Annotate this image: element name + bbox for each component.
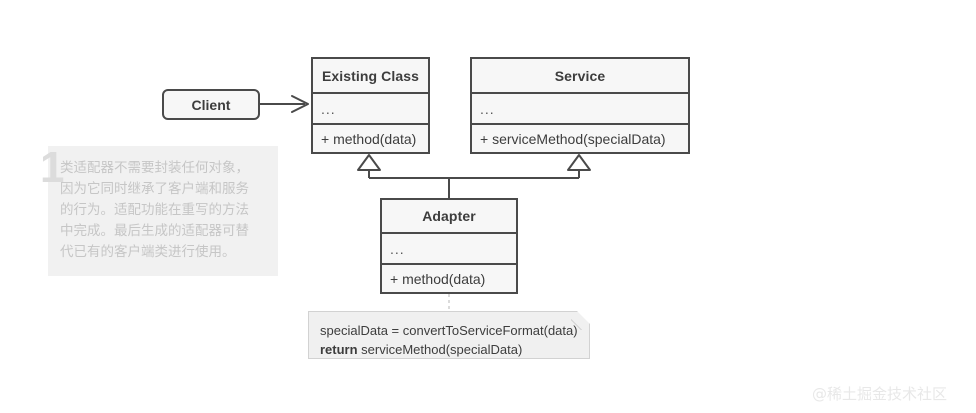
class-method-adapter: + method(data) [382, 263, 516, 292]
class-box-client[interactable]: Client [162, 89, 260, 120]
class-box-adapter[interactable]: Adapter ... + method(data) [380, 198, 518, 294]
inheritance-arrowhead-service [567, 154, 591, 171]
note-fold-edge [571, 312, 589, 330]
association-client-to-existing-class [260, 95, 309, 113]
annotation-number: 1 [40, 143, 65, 192]
class-method-service: + serviceMethod(specialData) [472, 123, 688, 152]
annotation-text: 类适配器不需要封装任何对象，因为它同时继承了客户端和服务的行为。适配功能在重写的… [60, 160, 249, 260]
code-keyword-return: return [320, 342, 358, 357]
class-box-existing-class[interactable]: Existing Class ... + method(data) [311, 57, 430, 154]
class-fields-existing-class: ... [313, 92, 428, 123]
class-name-service: Service [554, 67, 606, 84]
generalization-adapter-to-parents [357, 154, 591, 198]
code-note-line-2: return serviceMethod(specialData) [320, 340, 579, 359]
class-fields-service: ... [472, 92, 688, 123]
class-fields-adapter: ... [382, 232, 516, 263]
watermark: @稀土掘金技术社区 [812, 385, 948, 403]
code-note: specialData = convertToServiceFormat(dat… [308, 311, 590, 359]
inheritance-arrowhead-existing-class [357, 154, 381, 171]
class-name-adapter: Adapter [422, 208, 476, 224]
class-name-existing-class: Existing Class [321, 67, 420, 84]
annotation-panel [48, 146, 278, 276]
class-method-existing-class: + method(data) [313, 123, 428, 152]
class-name-client: Client [191, 96, 231, 113]
code-note-line-2-rest: serviceMethod(specialData) [357, 342, 523, 357]
code-note-line-1: specialData = convertToServiceFormat(dat… [320, 323, 578, 338]
class-box-service[interactable]: Service ... + serviceMethod(specialData) [470, 57, 690, 154]
